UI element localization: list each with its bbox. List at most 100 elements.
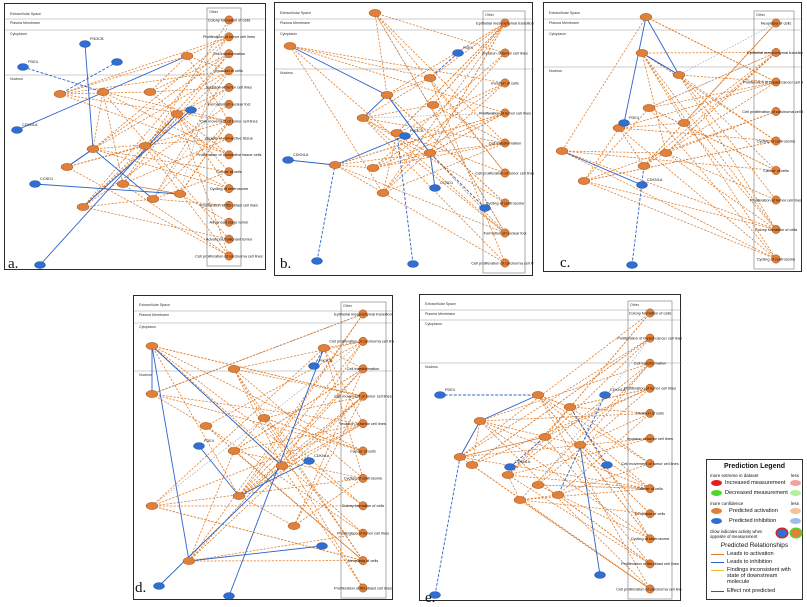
inhibited-molecule-node — [480, 205, 491, 212]
function-label: Cycling of centrosome — [757, 256, 796, 261]
function-label: Colony formation of cells — [208, 17, 251, 22]
activation-edge — [460, 438, 650, 457]
activated-molecule-node — [532, 481, 544, 488]
inhibition-less-swatch — [790, 518, 801, 524]
inhibition-edge — [85, 44, 93, 149]
inhibition-edge — [317, 165, 335, 261]
inhibited-molecule-node — [619, 120, 630, 127]
function-label: Invasion of cells — [636, 411, 664, 416]
findings-line-swatch — [711, 570, 724, 571]
legend-confidence-label: more confidence — [710, 501, 743, 506]
inhibited-molecule-node — [304, 458, 315, 465]
activation-edge — [520, 500, 650, 589]
compartment-label: Cytoplasm — [139, 325, 156, 329]
activation-edge — [335, 165, 505, 263]
inhibited-molecule-node — [595, 572, 606, 579]
legend-pred-activation: Predicted activation — [729, 508, 778, 514]
panel-label-c: c. — [560, 255, 570, 272]
compartment-label: Cytoplasm — [425, 322, 442, 326]
glow-green-swatch — [791, 529, 801, 537]
activated-molecule-node — [146, 342, 158, 349]
function-label: Proliferation of tumor cell lines — [479, 110, 531, 115]
compartment-label: Extracellular Space — [10, 12, 41, 16]
function-label: Cell transformation — [347, 366, 380, 371]
inhibited-molecule-node — [80, 41, 91, 48]
activation-edge — [642, 53, 666, 153]
inhibited-molecule-node — [312, 258, 323, 265]
activation-edge — [619, 128, 644, 166]
activation-edge — [649, 82, 776, 108]
compartment-label: Extracellular Space — [139, 303, 170, 307]
compartment-label: Nucleus — [280, 71, 293, 75]
activated-molecule-node — [171, 110, 183, 117]
inhibition-edge — [189, 546, 322, 561]
activated-molecule-node — [643, 104, 655, 111]
molecule-label: PIK3CB — [410, 129, 424, 133]
activated-molecule-node — [200, 422, 212, 429]
inhibition-edge — [288, 160, 335, 165]
activation-edge — [472, 338, 650, 465]
activated-molecule-node — [183, 557, 195, 564]
activation-edge — [180, 121, 229, 194]
molecule-label: PDE4 — [629, 116, 639, 120]
activated-molecule-node — [678, 119, 690, 126]
inhibition-edge — [642, 53, 679, 75]
molecule-label: PIK3CB — [319, 359, 333, 363]
prediction-legend: Prediction Legend more extreme in datase… — [706, 459, 803, 600]
inhibition-edge — [152, 346, 282, 466]
other-label: Other — [630, 303, 640, 307]
compartment-label: Nucleus — [549, 69, 562, 73]
compartment-label: Extracellular Space — [280, 11, 311, 15]
inhibited-molecule-node — [627, 262, 638, 269]
activation-edge — [373, 113, 505, 168]
function-label: Proliferation of breast cancer cell line… — [617, 335, 682, 340]
activation-edge — [642, 53, 776, 141]
function-label: Cycling of centrosome — [757, 138, 796, 143]
function-label: Cancer of cells — [763, 168, 789, 173]
activated-molecule-node — [377, 189, 389, 196]
activation-edge — [562, 151, 776, 230]
function-label: Cell movement of tumor cell lines — [621, 461, 678, 466]
inhibited-molecule-node — [30, 181, 41, 188]
inhibited-molecule-node — [309, 363, 320, 370]
activated-molecule-node — [174, 190, 186, 197]
molecule-label: PIK3CB — [90, 37, 104, 41]
activation-edge — [290, 46, 430, 78]
activated-molecule-node — [284, 42, 296, 49]
function-label: Proliferation of tumor cell lines — [750, 197, 802, 202]
inhibition-edge — [632, 166, 644, 265]
activated-molecule-node — [564, 403, 576, 410]
edges — [17, 20, 229, 265]
activation-edge — [584, 141, 776, 181]
inhibition-edge — [480, 395, 538, 421]
other-label: Other — [209, 10, 219, 14]
activated-molecule-node — [532, 391, 544, 398]
activated-molecule-node — [474, 417, 486, 424]
function-label: Formation of nuclear foci — [208, 102, 251, 107]
function-label: Cancer of cells — [350, 448, 376, 453]
function-label: Advanced malignant tumor — [206, 236, 253, 241]
increased-less-swatch — [790, 480, 801, 486]
inhibited-molecule-node — [602, 462, 613, 469]
activated-molecule-node — [77, 203, 89, 210]
activation-swatch — [711, 508, 722, 514]
function-label: Cell proliferation of carcinoma cell lin… — [329, 339, 394, 344]
compartment-label: Cytoplasm — [280, 32, 297, 36]
panel-label-d: d. — [135, 580, 146, 597]
activation-edge — [570, 407, 650, 539]
function-label: Advanced stage tumor — [210, 220, 250, 225]
function-label: Cycling of centrosome — [210, 186, 249, 191]
legend-glow-note: Glow indicates activity when opposite of… — [710, 529, 772, 539]
activated-molecule-node — [228, 447, 240, 454]
activated-molecule-node — [673, 71, 685, 78]
activation-edge — [619, 82, 776, 128]
inhibited-molecule-node — [453, 50, 464, 57]
function-label: Neoplasia of cells — [348, 558, 379, 563]
activated-molecule-node — [146, 502, 158, 509]
activation-edge — [508, 363, 650, 475]
activated-molecule-node — [574, 441, 586, 448]
function-label: Proliferation of tumor cell lines — [203, 34, 255, 39]
function-label: Proliferation of tumor cell lines — [337, 531, 389, 536]
